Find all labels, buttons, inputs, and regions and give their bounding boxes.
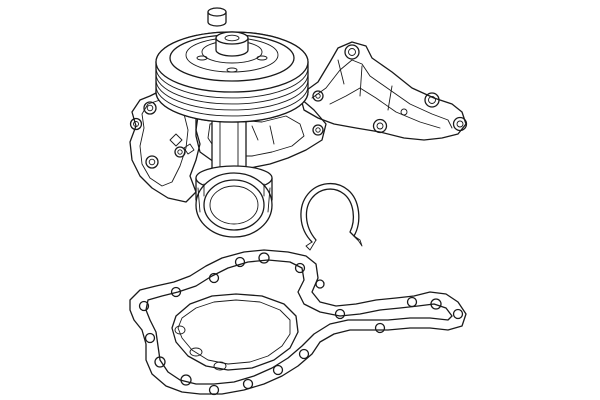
- retaining-clip: [300, 183, 363, 251]
- pump-outlet-pipe: [195, 165, 273, 238]
- pump-top-stub: [207, 7, 227, 27]
- pump-housing: [129, 89, 201, 203]
- gasket: [129, 249, 467, 396]
- pump-mounting-flange: [299, 41, 468, 141]
- water-pump-assembly: [129, 7, 468, 238]
- pump-pulley: [155, 31, 309, 123]
